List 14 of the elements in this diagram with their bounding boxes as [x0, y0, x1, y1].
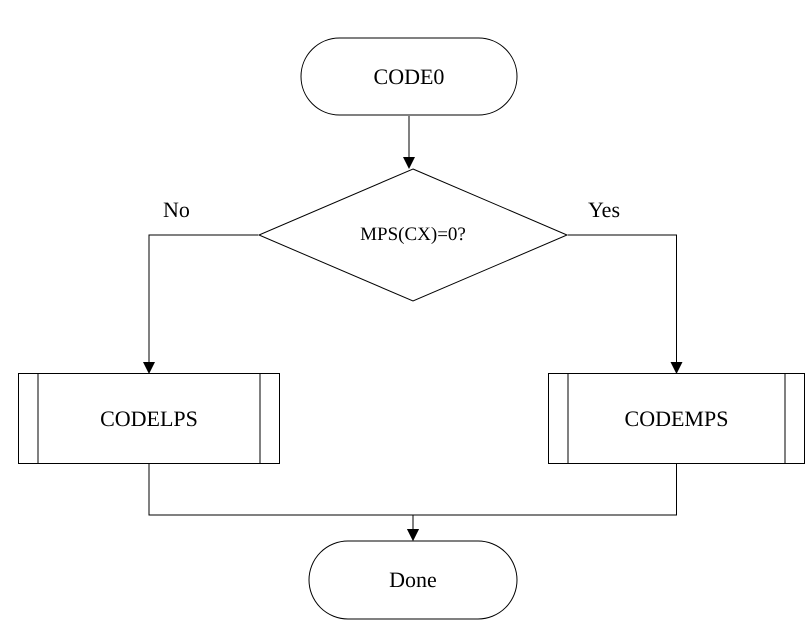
node-label: CODE0	[374, 64, 444, 90]
subprocess-box	[548, 373, 805, 464]
decision-diamond	[258, 168, 568, 302]
arrow	[568, 234, 682, 374]
arrow	[403, 116, 415, 169]
edge-label: No	[163, 197, 190, 223]
subprocess-box	[18, 373, 280, 464]
arrow	[143, 234, 258, 374]
node-label: CODELPS	[100, 406, 198, 432]
node-label: Done	[389, 567, 437, 593]
node-label: CODEMPS	[624, 406, 728, 432]
node-label: MPS(CX)=0?	[360, 224, 466, 246]
edge-label: Yes	[588, 197, 620, 223]
arrow	[407, 464, 677, 541]
